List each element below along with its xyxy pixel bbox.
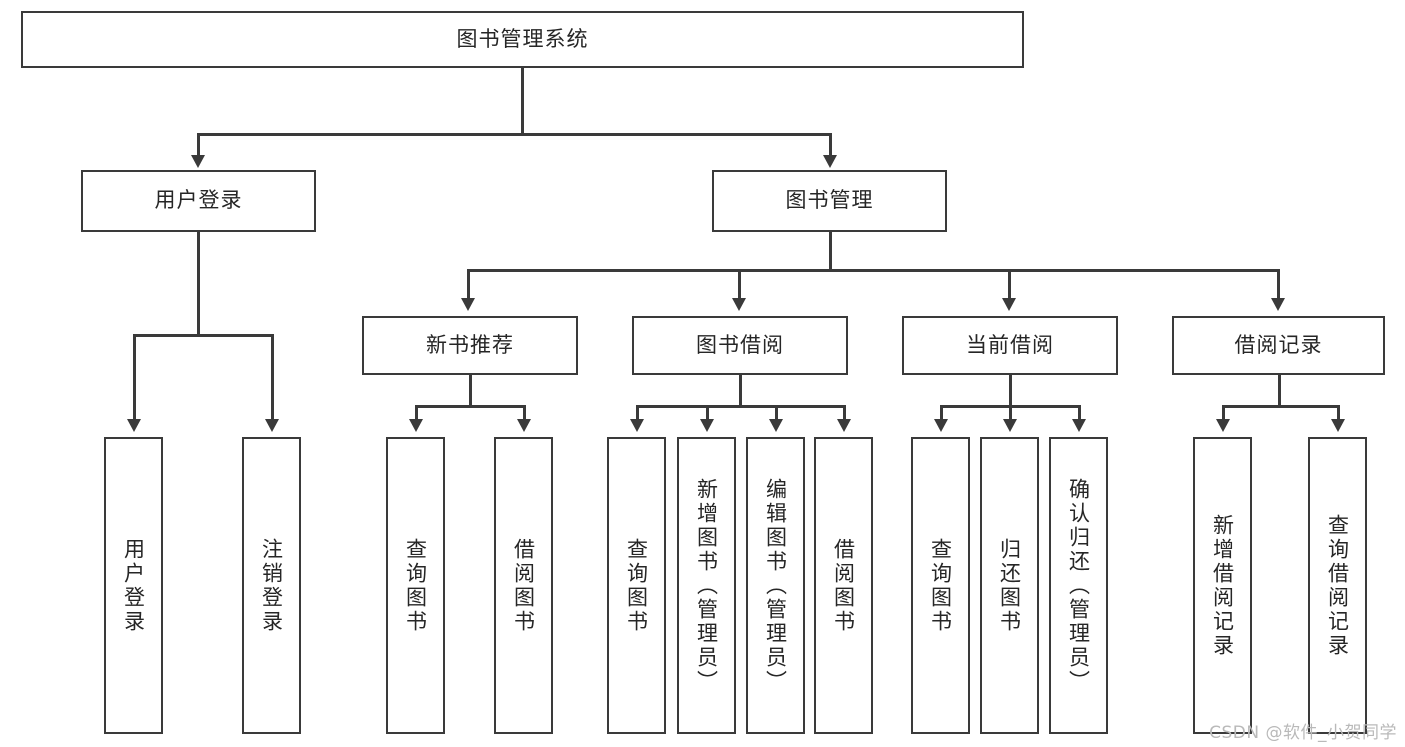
node-label: 新增借阅记录 <box>1210 513 1235 658</box>
arrowhead-leaf-borrow-book-2 <box>837 419 851 432</box>
node-label: 查询借阅记录 <box>1325 513 1350 658</box>
leaf-borrow-book-2[interactable]: 借阅图书 <box>814 437 873 734</box>
connector-book-borrow-bus <box>636 405 845 408</box>
arrowhead-book-manage <box>823 155 837 168</box>
connector-borrow-record-bus <box>1222 405 1339 408</box>
node-label: 当前借阅 <box>966 332 1054 357</box>
node-label: 新增图书（管理员） <box>694 477 719 694</box>
connector-borrow-record-drop-2 <box>1337 405 1340 420</box>
connector-book-borrow-drop-1 <box>636 405 639 420</box>
arrowhead-leaf-query-book-2 <box>630 419 644 432</box>
arrowhead-leaf-add-book <box>700 419 714 432</box>
arrowhead-leaf-return-book <box>1003 419 1017 432</box>
node-label: 查询图书 <box>624 537 649 634</box>
arrowhead-leaf-query-book-3 <box>934 419 948 432</box>
arrowhead-leaf-borrow-book-1 <box>517 419 531 432</box>
connector-root-bus <box>197 133 831 136</box>
connector-user-login-drop-1 <box>133 334 136 420</box>
connector-book-manage-bus <box>467 269 1278 272</box>
node-label: 编辑图书（管理员） <box>763 477 788 694</box>
connector-borrow-record-drop-1 <box>1222 405 1225 420</box>
connector-current-borrow-drop-2 <box>1009 405 1012 420</box>
connector-book-borrow-drop-2 <box>706 405 709 420</box>
connector-current-borrow-trunk <box>1009 375 1012 407</box>
arrowhead-user-login <box>191 155 205 168</box>
connector-book-manage-drop-1 <box>467 269 470 299</box>
node-label: 图书管理系统 <box>456 26 589 51</box>
connector-current-borrow-drop-1 <box>940 405 943 420</box>
connector-current-borrow-drop-3 <box>1078 405 1081 420</box>
connector-root-to-user-login <box>197 133 200 156</box>
node-book-management-system[interactable]: 图书管理系统 <box>21 11 1024 68</box>
node-label: 用户登录 <box>121 537 146 634</box>
node-user-login[interactable]: 用户登录 <box>81 170 316 232</box>
arrowhead-borrow-record <box>1271 298 1285 311</box>
connector-new-book-drop-1 <box>415 405 418 420</box>
arrowhead-book-borrow <box>732 298 746 311</box>
connector-book-manage-drop-3 <box>1008 269 1011 299</box>
node-label: 借阅图书 <box>831 537 856 634</box>
arrowhead-leaf-add-record <box>1216 419 1230 432</box>
leaf-query-book-2[interactable]: 查询图书 <box>607 437 666 734</box>
arrowhead-leaf-query-record <box>1331 419 1345 432</box>
connector-book-manage-trunk <box>829 232 832 271</box>
leaf-confirm-return[interactable]: 确认归还（管理员） <box>1049 437 1108 734</box>
connector-borrow-record-trunk <box>1278 375 1281 407</box>
leaf-query-borrow-record[interactable]: 查询借阅记录 <box>1308 437 1367 734</box>
leaf-query-book-1[interactable]: 查询图书 <box>386 437 445 734</box>
connector-book-borrow-drop-3 <box>775 405 778 420</box>
connector-book-borrow-drop-4 <box>843 405 846 420</box>
node-label: 查询图书 <box>403 537 428 634</box>
leaf-user-login[interactable]: 用户登录 <box>104 437 163 734</box>
arrowhead-leaf-user-login <box>127 419 141 432</box>
node-label: 新书推荐 <box>426 332 514 357</box>
node-label: 借阅图书 <box>511 537 536 634</box>
node-book-borrow[interactable]: 图书借阅 <box>632 316 848 375</box>
arrowhead-leaf-query-book-1 <box>409 419 423 432</box>
connector-book-manage-drop-4 <box>1277 269 1280 299</box>
connector-user-login-trunk <box>197 232 200 336</box>
arrowhead-leaf-edit-book <box>769 419 783 432</box>
connector-new-book-bus <box>415 405 525 408</box>
leaf-edit-book[interactable]: 编辑图书（管理员） <box>746 437 805 734</box>
node-label: 借阅记录 <box>1234 332 1323 357</box>
leaf-return-book[interactable]: 归还图书 <box>980 437 1039 734</box>
leaf-query-book-3[interactable]: 查询图书 <box>911 437 970 734</box>
leaf-add-book[interactable]: 新增图书（管理员） <box>677 437 736 734</box>
connector-new-book-trunk <box>469 375 472 407</box>
node-label: 归还图书 <box>997 537 1022 634</box>
node-borrow-record[interactable]: 借阅记录 <box>1172 316 1385 375</box>
node-label: 图书借阅 <box>696 332 784 357</box>
connector-book-borrow-trunk <box>739 375 742 407</box>
leaf-add-borrow-record[interactable]: 新增借阅记录 <box>1193 437 1252 734</box>
connector-new-book-drop-2 <box>523 405 526 420</box>
node-label: 确认归还（管理员） <box>1066 477 1091 694</box>
connector-root-trunk <box>521 68 524 134</box>
arrowhead-leaf-logout-login <box>265 419 279 432</box>
connector-book-manage-drop-2 <box>738 269 741 299</box>
leaf-borrow-book-1[interactable]: 借阅图书 <box>494 437 553 734</box>
node-label: 图书管理 <box>785 188 874 213</box>
node-new-book-recommend[interactable]: 新书推荐 <box>362 316 578 375</box>
arrowhead-leaf-confirm-return <box>1072 419 1086 432</box>
connector-user-login-bus <box>133 334 273 337</box>
arrowhead-current-borrow <box>1002 298 1016 311</box>
node-label: 注销登录 <box>259 537 284 634</box>
leaf-logout-login[interactable]: 注销登录 <box>242 437 301 734</box>
connector-user-login-drop-2 <box>271 334 274 420</box>
node-current-borrow[interactable]: 当前借阅 <box>902 316 1118 375</box>
node-book-management[interactable]: 图书管理 <box>712 170 947 232</box>
connector-root-to-book-manage <box>829 133 832 156</box>
node-label: 查询图书 <box>928 537 953 634</box>
arrowhead-new-book-rec <box>461 298 475 311</box>
node-label: 用户登录 <box>154 188 243 213</box>
